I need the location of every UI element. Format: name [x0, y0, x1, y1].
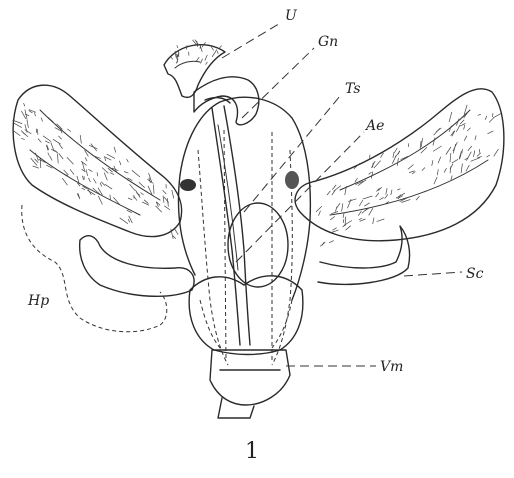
label-Gn: Gn: [318, 34, 338, 50]
label-Sc: Sc: [466, 266, 484, 282]
label-U: U: [285, 8, 298, 24]
label-Hp: Hp: [27, 293, 49, 309]
left-sacculus-lobe: [80, 236, 194, 297]
right-sacculus-spine: [318, 226, 410, 284]
label-Vm: Vm: [380, 359, 403, 375]
uncus: [164, 40, 225, 98]
left-hairpencil-outline: [22, 205, 167, 332]
figure-number: 1: [245, 439, 259, 464]
leader-U: [222, 22, 282, 58]
label-Ts: Ts: [345, 81, 361, 97]
leader-Sc: [404, 272, 462, 276]
label-Ae: Ae: [364, 118, 384, 134]
left-valva: [12, 85, 181, 239]
leader-Ae: [236, 132, 364, 262]
central-structure: [179, 97, 311, 418]
